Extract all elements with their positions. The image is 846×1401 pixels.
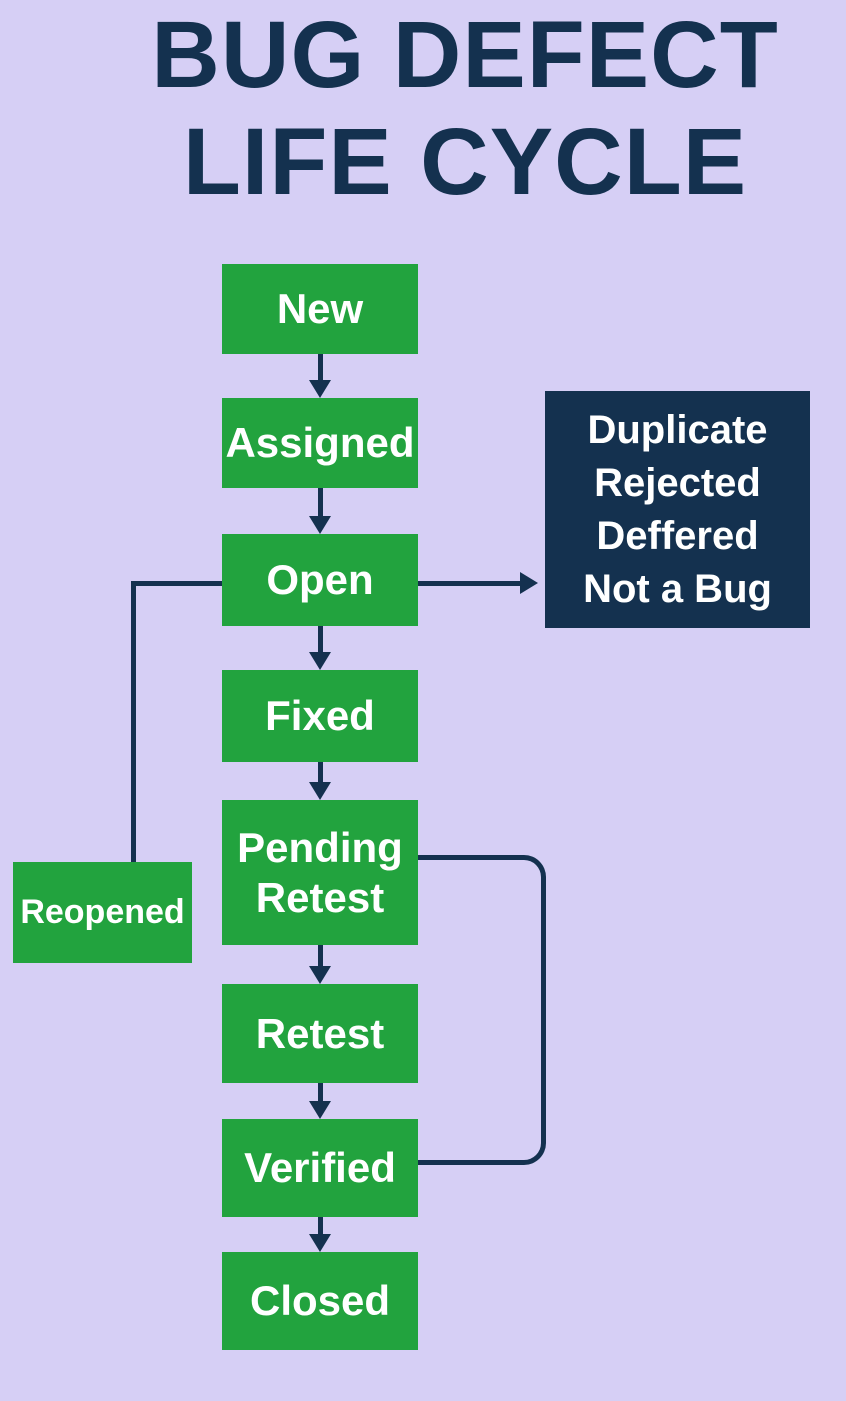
node-pending-retest-label: Pending Retest <box>237 823 403 921</box>
node-assigned-label: Assigned <box>225 419 415 466</box>
arrowhead-down-icon <box>309 782 331 800</box>
arrow-shaft <box>318 1217 323 1234</box>
node-closed: Closed <box>222 1252 418 1350</box>
arrowhead-down-icon <box>309 516 331 534</box>
node-open-label: Open <box>266 556 374 603</box>
connector-pending-retest-to-verified-loop <box>418 855 546 1165</box>
node-retest: Retest <box>222 984 418 1083</box>
arrowhead-down-icon <box>309 1101 331 1119</box>
node-new: New <box>222 264 418 354</box>
node-reopened: Reopened <box>13 862 192 963</box>
terminal-state-duplicate: Duplicate <box>587 407 768 452</box>
arrow-shaft <box>318 945 323 966</box>
arrow-shaft <box>318 488 323 516</box>
node-assigned: Assigned <box>222 398 418 488</box>
node-verified-label: Verified <box>244 1144 396 1191</box>
arrow-shaft <box>418 581 522 586</box>
node-closed-label: Closed <box>249 1277 391 1324</box>
node-fixed: Fixed <box>222 670 418 762</box>
page-title: BUG DEFECT LIFE CYCLE <box>42 2 846 216</box>
connector-vertical-segment <box>131 581 136 862</box>
node-verified: Verified <box>222 1119 418 1217</box>
node-new-label: New <box>276 285 364 332</box>
connector-horizontal-segment <box>131 581 222 586</box>
arrow-shaft <box>318 762 323 782</box>
node-retest-label: Retest <box>255 1009 385 1057</box>
terminal-state-rejected: Rejected <box>594 460 761 505</box>
node-terminal-states: Duplicate Rejected Deffered Not a Bug <box>545 391 810 628</box>
arrow-shaft <box>318 1083 323 1101</box>
arrowhead-down-icon <box>309 652 331 670</box>
page-title-line2: LIFE CYCLE <box>182 109 748 215</box>
arrowhead-down-icon <box>309 966 331 984</box>
node-fixed-label: Fixed <box>265 692 375 739</box>
arrow-shaft <box>318 354 323 380</box>
terminal-state-deffered: Deffered <box>596 513 759 558</box>
arrowhead-right-icon <box>520 572 538 594</box>
node-reopened-label: Reopened <box>20 893 185 931</box>
page-title-line1: BUG DEFECT <box>151 2 779 108</box>
arrowhead-down-icon <box>309 380 331 398</box>
node-open: Open <box>222 534 418 626</box>
arrow-shaft <box>318 626 323 652</box>
terminal-state-not-a-bug: Not a Bug <box>583 566 772 611</box>
arrowhead-down-icon <box>309 1234 331 1252</box>
node-pending-retest: Pending Retest <box>222 800 418 945</box>
